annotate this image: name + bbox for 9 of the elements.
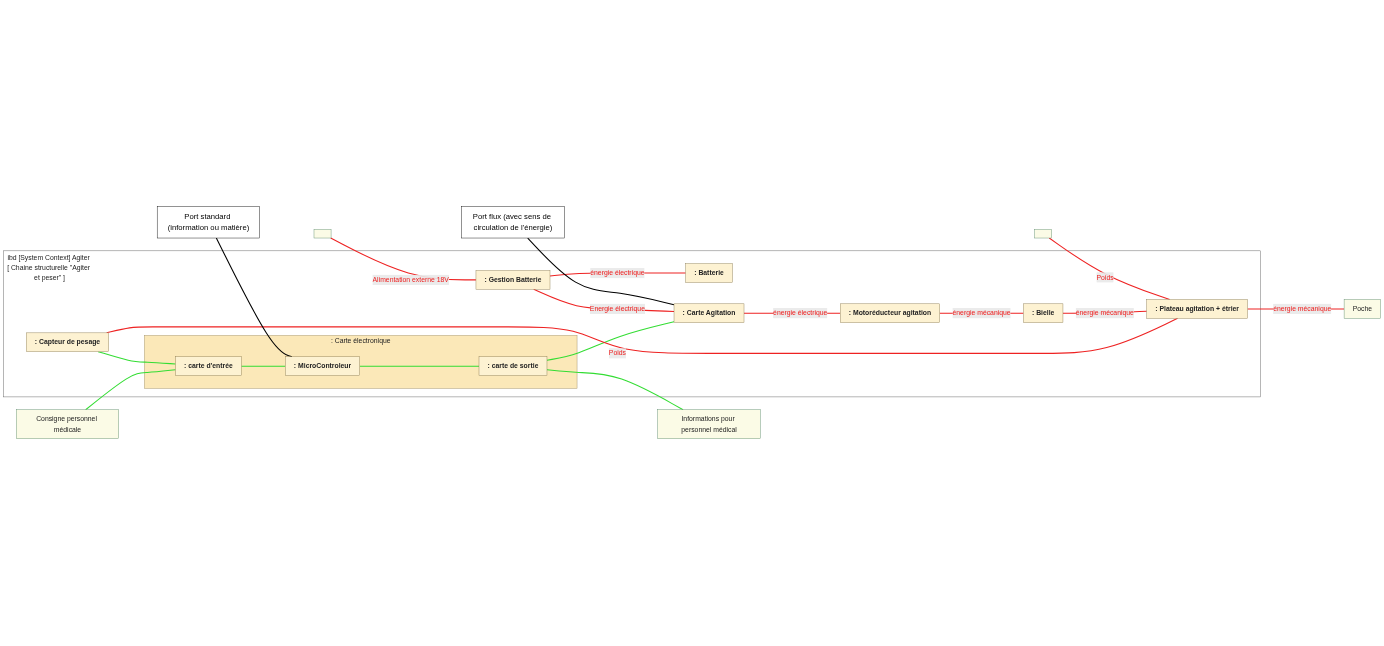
connector xyxy=(527,237,675,306)
node-box xyxy=(313,229,332,239)
connector xyxy=(359,366,480,368)
connector xyxy=(85,369,177,411)
node-box xyxy=(1034,229,1052,239)
connector xyxy=(546,369,684,411)
connector xyxy=(546,321,675,362)
connector xyxy=(215,237,293,358)
connector xyxy=(240,366,286,368)
